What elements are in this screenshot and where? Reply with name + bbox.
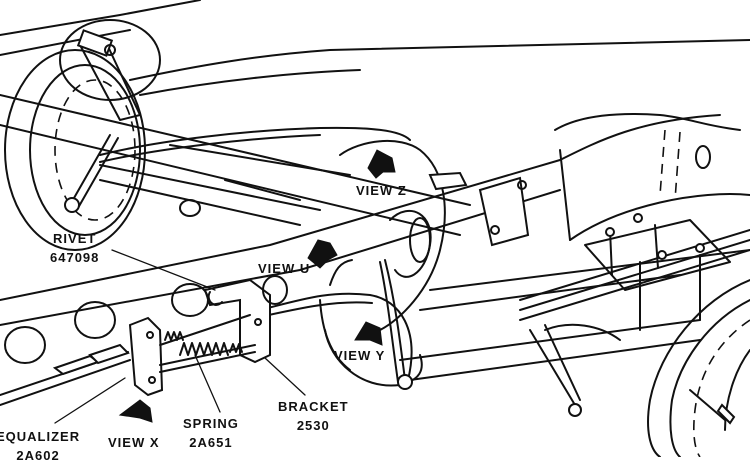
frame-bracket-right — [428, 171, 530, 247]
rear-cables — [254, 259, 413, 390]
callout-spring: SPRING 2A651 — [183, 415, 239, 453]
callout-bracket: BRACKET 2530 — [278, 398, 349, 436]
leaf-spring-right — [519, 213, 750, 331]
leader-spring — [194, 354, 221, 413]
differential-housing — [319, 139, 446, 387]
leader-lines — [54, 249, 306, 424]
callout-spring-part-number: 2A651 — [189, 434, 233, 450]
cable-front-run — [99, 126, 411, 201]
frame-main — [0, 94, 750, 326]
callout-bracket-name: BRACKET — [278, 399, 349, 414]
front-cable — [0, 283, 209, 406]
view-y-label: VIEW Y — [334, 348, 386, 363]
callout-rivet: RIVET 647098 — [50, 230, 99, 268]
view-z-label: VIEW Z — [356, 183, 407, 198]
spring-2a651 — [164, 331, 243, 356]
callout-rivet-name: RIVET — [53, 231, 97, 246]
view-u-label: VIEW U — [258, 261, 311, 276]
view-x-marker — [118, 399, 153, 423]
view-z-marker — [367, 149, 396, 179]
shock-absorber — [76, 29, 141, 121]
right-wheel — [647, 279, 750, 457]
brake-line-front — [99, 144, 351, 226]
leader-equalizer — [54, 377, 126, 424]
view-x-label: VIEW X — [108, 435, 160, 450]
left-wheel — [4, 19, 161, 251]
callout-rivet-part-number: 647098 — [50, 249, 100, 265]
leader-rivet — [111, 249, 216, 291]
callout-equalizer-part-number: 2A602 — [16, 447, 60, 463]
callout-spring-name: SPRING — [183, 416, 239, 431]
view-y-marker — [354, 321, 383, 346]
view-u-marker — [307, 239, 338, 269]
frame-rail-upper — [0, 0, 750, 96]
leader-bracket — [264, 357, 306, 396]
callout-bracket-part-number: 2530 — [296, 417, 330, 433]
stabilizer-link — [64, 134, 119, 213]
callout-equalizer-name: EQUALIZER — [0, 429, 81, 444]
lower-arm-right — [529, 323, 621, 417]
bracket-2530 — [203, 275, 288, 364]
callout-equalizer: EQUALIZER 2A602 — [0, 428, 80, 466]
equalizer-2a602 — [128, 314, 256, 397]
